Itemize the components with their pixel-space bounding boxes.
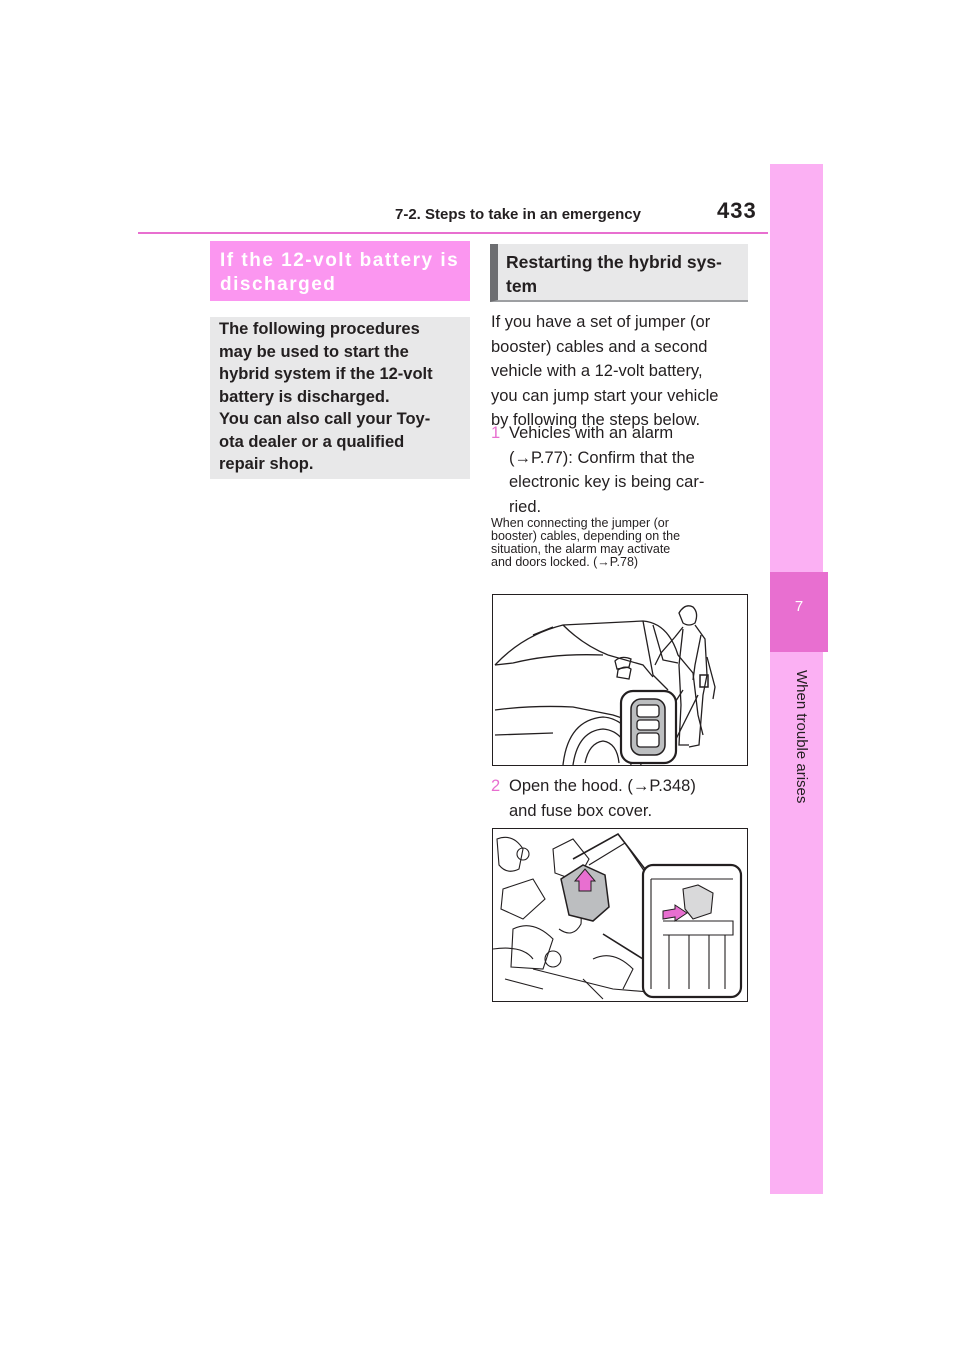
intro-line: by following the steps below. bbox=[491, 411, 701, 429]
step-1: 1 Vehicles with an alarm (→P.77): Confir… bbox=[491, 421, 753, 519]
note-line: booster) cables, depending on the bbox=[491, 529, 681, 543]
note-line: situation, the alarm may activate bbox=[491, 542, 671, 556]
summary-line: You can also call your Toy- bbox=[219, 410, 431, 428]
step-1-line: (→P.77): Confirm that the bbox=[509, 448, 695, 467]
left-heading-line: discharged bbox=[220, 274, 337, 295]
page-number: 433 bbox=[717, 198, 757, 223]
right-section-heading: Restarting the hybrid sys- tem bbox=[490, 244, 748, 302]
left-summary-box: The following procedures may be used to … bbox=[210, 317, 470, 479]
left-heading-line: If the 12-volt battery is bbox=[220, 250, 460, 271]
step-1-number: 1 bbox=[491, 424, 501, 442]
header-rule bbox=[138, 232, 768, 234]
summary-line: battery is discharged. bbox=[219, 387, 390, 406]
chapter-title: When trouble arises bbox=[793, 670, 810, 804]
summary-line: The following procedures bbox=[219, 320, 420, 338]
step-2: 2 Open the hood. (→P.348) and fuse box c… bbox=[491, 774, 753, 823]
step-2-line: Open the hood. (→P.348) bbox=[509, 777, 696, 795]
step-1-line: Vehicles with an alarm bbox=[509, 424, 674, 442]
right-heading-line: tem bbox=[506, 276, 538, 296]
note-line: and doors locked. (→P.78) bbox=[491, 555, 639, 569]
intro-line: If you have a set of jumper (or bbox=[491, 313, 711, 331]
left-section-heading: If the 12-volt battery is discharged bbox=[210, 241, 470, 301]
intro-paragraph: If you have a set of jumper (or booster)… bbox=[491, 310, 753, 433]
step-2-number: 2 bbox=[491, 777, 501, 795]
summary-line: may be used to start the bbox=[219, 342, 409, 361]
right-heading-line: Restarting the hybrid sys- bbox=[506, 252, 722, 272]
summary-line: repair shop. bbox=[219, 455, 314, 473]
car-and-key-illustration bbox=[492, 594, 748, 766]
alarm-note: When connecting the jumper (or booster) … bbox=[491, 517, 753, 569]
intro-line: vehicle with a 12-volt battery, bbox=[491, 362, 703, 380]
step-2-line: and fuse box cover. bbox=[509, 801, 653, 820]
step-1-line: electronic key is being car- bbox=[509, 473, 705, 491]
section-title: 7-2. Steps to take in an emergency bbox=[395, 206, 641, 223]
summary-line: ota dealer or a qualified bbox=[219, 432, 405, 451]
chapter-number-tab bbox=[770, 572, 828, 652]
chapter-number: 7 bbox=[794, 598, 804, 615]
note-line: When connecting the jumper (or bbox=[491, 516, 669, 530]
summary-line: hybrid system if the 12-volt bbox=[219, 365, 433, 383]
step-1-line: ried. bbox=[509, 497, 542, 516]
intro-line: you can jump start your vehicle bbox=[491, 386, 719, 405]
intro-line: booster) cables and a second bbox=[491, 337, 708, 356]
chapter-side-tab bbox=[770, 164, 823, 1194]
engine-bay-fuse-box-illustration bbox=[492, 828, 748, 1002]
